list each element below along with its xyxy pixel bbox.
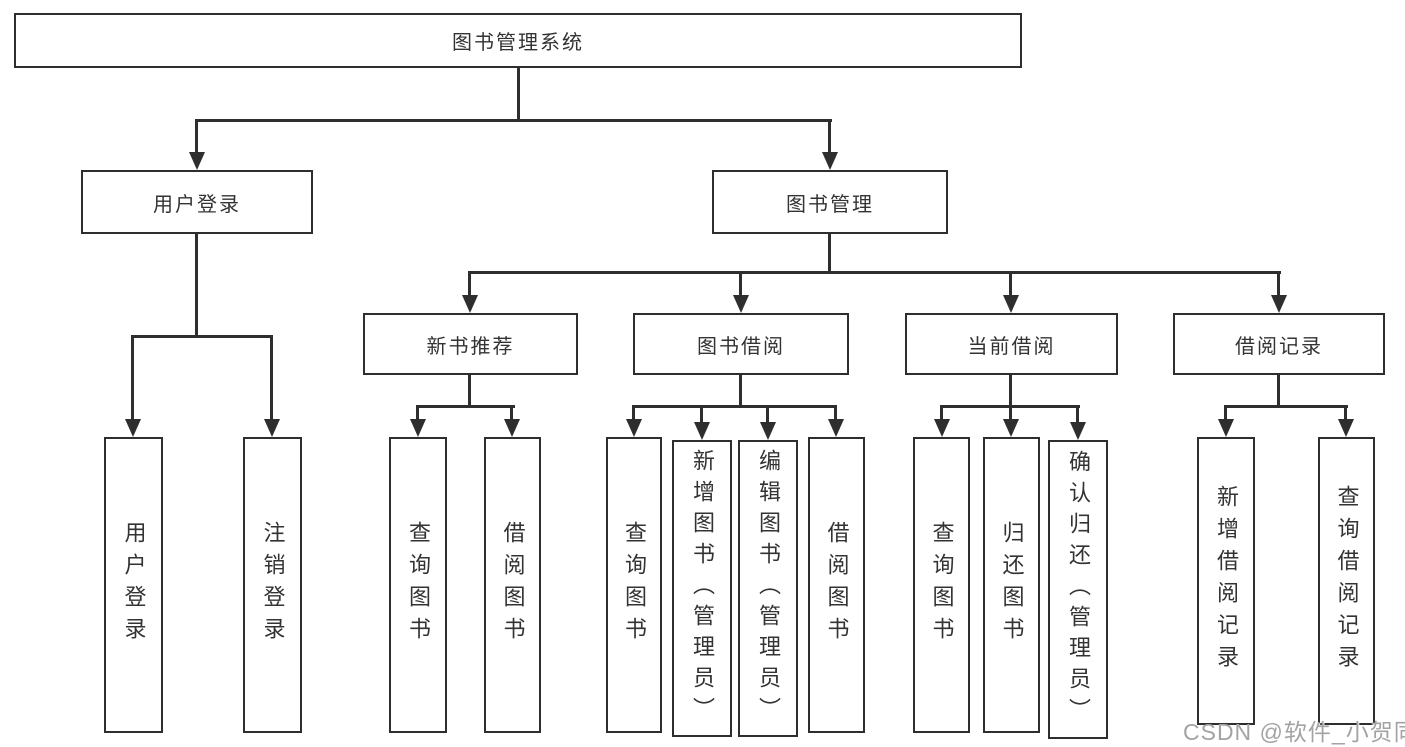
node-current-borrowing: 当前借阅 [905,313,1118,375]
arrow-down-icon [694,422,710,440]
leaf-confirm-return-admin: 确认归还（管理员） [1048,440,1108,739]
connector-line [1009,271,1012,300]
arrow-down-icon [1338,419,1354,437]
connector-line [1344,405,1347,425]
leaf-query-borrow-record: 查询借阅记录 [1318,437,1375,725]
node-user-login: 用户登录 [81,170,313,234]
connector-line [517,68,520,121]
arrow-down-icon [828,419,844,437]
connector-line [270,335,273,423]
arrow-down-icon [733,295,749,313]
connector-line [131,335,273,338]
connector-line [633,405,837,408]
connector-line [416,405,515,408]
connector-line [469,271,1281,274]
connector-line [739,271,742,300]
connector-line [739,375,742,407]
connector-line [1076,405,1079,427]
leaf-return-book: 归还图书 [983,437,1040,733]
connector-line [1224,405,1348,408]
connector-line [1009,375,1012,407]
connector-line [195,119,832,122]
node-new-book-recommend: 新书推荐 [363,313,578,375]
connector-line [468,375,471,407]
arrow-down-icon [1070,422,1086,440]
leaf-add-book-admin: 新增图书（管理员） [672,440,732,737]
leaf-add-borrow-record: 新增借阅记录 [1197,437,1255,725]
arrow-down-icon [1271,295,1287,313]
connector-line [940,405,943,425]
connector-line [1224,405,1227,425]
leaf-query-books-borrow: 查询图书 [606,437,662,733]
arrow-down-icon [1003,295,1019,313]
arrow-down-icon [264,419,280,437]
node-root-system: 图书管理系统 [14,13,1022,68]
leaf-logout: 注销登录 [243,437,302,733]
connector-line [766,405,769,427]
connector-line [131,335,134,423]
arrow-down-icon [504,419,520,437]
connector-line [632,405,635,425]
arrow-down-icon [822,152,838,170]
connector-line [828,234,831,273]
connector-line [828,119,831,155]
arrow-down-icon [410,419,426,437]
connector-line [416,405,419,425]
node-book-borrowing: 图书借阅 [633,313,849,375]
connector-line [700,405,703,427]
leaf-query-books-recommend: 查询图书 [389,437,447,733]
arrow-down-icon [125,419,141,437]
connector-line [834,405,837,425]
leaf-edit-book-admin: 编辑图书（管理员） [738,440,798,737]
leaf-borrow-books-borrow: 借阅图书 [808,437,865,733]
leaf-query-books-current: 查询图书 [913,437,970,733]
arrow-down-icon [626,419,642,437]
arrow-down-icon [189,152,205,170]
node-book-management: 图书管理 [712,170,948,234]
arrow-down-icon [760,422,776,440]
connector-line [195,234,198,337]
connector-line [510,405,513,425]
connector-line [195,119,198,155]
arrow-down-icon [462,295,478,313]
connector-line [1277,375,1280,407]
arrow-down-icon [1218,419,1234,437]
connector-line [1009,405,1012,425]
leaf-user-login: 用户登录 [104,437,163,733]
arrow-down-icon [934,419,950,437]
leaf-borrow-books-recommend: 借阅图书 [484,437,541,733]
arrow-down-icon [1003,419,1019,437]
csdn-watermark: CSDN @软件_小贺同学 [1183,719,1405,745]
connector-line [1277,271,1280,300]
connector-line [468,271,471,300]
node-borrow-records: 借阅记录 [1173,313,1385,375]
